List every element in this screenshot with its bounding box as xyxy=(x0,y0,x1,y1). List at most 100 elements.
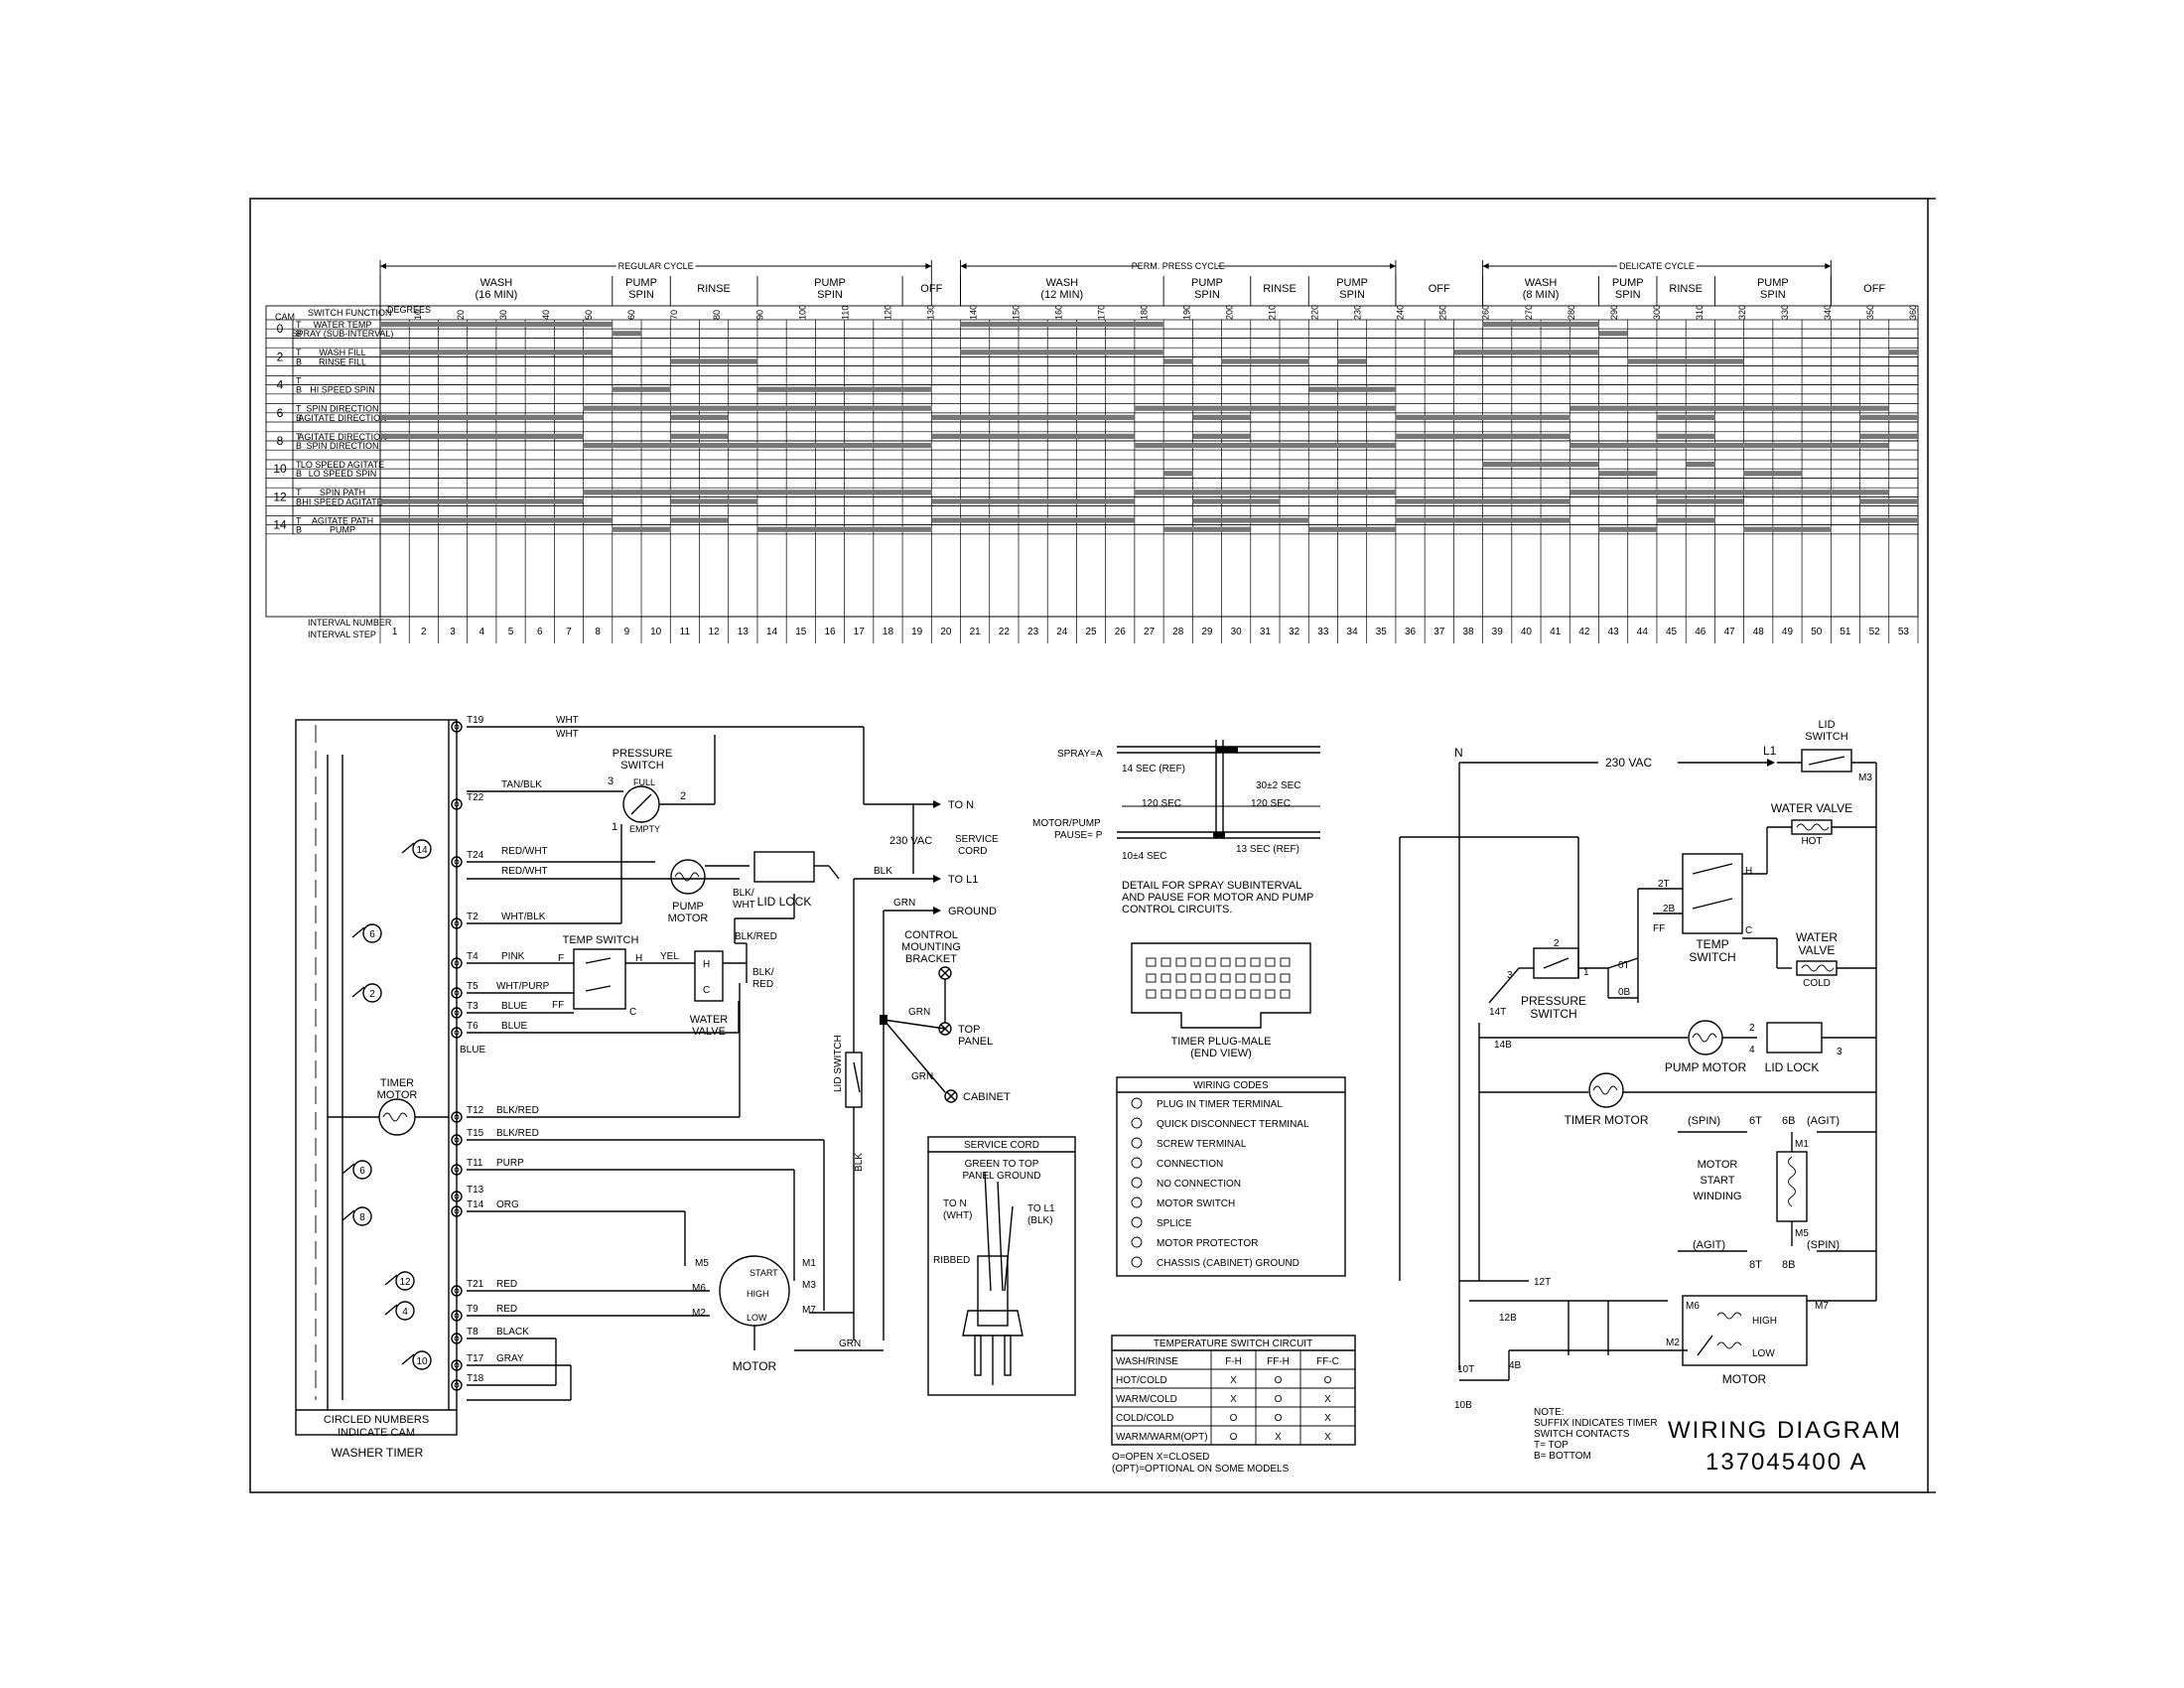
row-label-8: AGITATE DIRECTION xyxy=(298,432,386,442)
interval-13: 13 xyxy=(738,627,750,637)
ladder-temp-switch xyxy=(1682,853,1743,934)
timer-terminals: T19T22T24T2T4T5T3T6T12T15T11T13T14T21T9T… xyxy=(451,715,484,1391)
interval-17: 17 xyxy=(854,627,866,637)
spray-caption-3: CONTROL CIRCUITS. xyxy=(1122,904,1232,915)
phase-label-6-1: SPIN xyxy=(1194,289,1220,301)
cam-bar-6-0 xyxy=(583,405,932,411)
plug-pin-9 xyxy=(1280,957,1291,967)
row-pos-13: B xyxy=(296,496,302,506)
cam-bar-13-3 xyxy=(1192,498,1281,504)
ladder-motor-label: MOTOR xyxy=(1722,1372,1767,1386)
cam-bar-12-2 xyxy=(1570,490,1889,495)
ladder-2t: 2T xyxy=(1658,879,1670,890)
wiring-code-3: CONNECTION xyxy=(1157,1159,1223,1170)
interval-46: 46 xyxy=(1695,627,1706,637)
ladder-12b: 12B xyxy=(1499,1313,1517,1324)
to-l1-label: TO L1 xyxy=(948,874,978,886)
phase-label-3-0: PUMP xyxy=(814,277,846,289)
temp-cell-4-3: X xyxy=(1324,1432,1331,1443)
interval-step-header: INTERVAL STEP xyxy=(308,630,376,639)
ladder-note-3: SWITCH CONTACTS xyxy=(1534,1429,1630,1440)
cam-circle-label-6: 4 xyxy=(402,1307,408,1318)
wire-yel: YEL xyxy=(660,951,679,962)
wiring-codes-title: WIRING CODES xyxy=(1193,1080,1269,1091)
interval-39: 39 xyxy=(1492,627,1504,637)
ladder-pump-motor xyxy=(1688,1020,1723,1055)
temp-cell-4-1: O xyxy=(1230,1432,1238,1443)
ladder-temp-switch-2: SWITCH xyxy=(1689,950,1735,964)
temp-pin-f: F xyxy=(558,953,564,964)
ladder-ps-1: 1 xyxy=(1583,967,1589,978)
plug-pin-0 xyxy=(1146,957,1157,967)
ladder-vac: 230 VAC xyxy=(1605,756,1652,770)
motor-pump-label-1: MOTOR/PUMP xyxy=(1032,818,1101,829)
ladder-6t: 6T xyxy=(1749,1115,1762,1127)
plug-pin-15 xyxy=(1220,973,1231,983)
wire-pink: PINK xyxy=(501,951,525,962)
cam-circle-label-4: 8 xyxy=(359,1212,365,1223)
temp-pin-c: C xyxy=(629,1007,636,1018)
ladder-12t: 12T xyxy=(1534,1277,1551,1288)
plug-pin-10 xyxy=(1146,973,1157,983)
water-valve-label-2: VALVE xyxy=(692,1026,726,1038)
wire-blk-red-2a: BLK/ xyxy=(752,967,774,978)
row-label-11: LO SPEED SPIN xyxy=(309,469,377,479)
ladder-ll-2: 2 xyxy=(1749,1023,1755,1034)
wiring-code-symbol-2 xyxy=(1131,1137,1143,1149)
cycle-label-2: DELICATE CYCLE xyxy=(1619,261,1695,271)
plug-pin-23 xyxy=(1190,989,1201,999)
interval-3: 3 xyxy=(450,627,456,637)
degree-label-340: 340 xyxy=(1823,305,1833,320)
plug-pin-19 xyxy=(1280,973,1291,983)
phase-label-0-0: WASH xyxy=(480,277,513,289)
ladder-ff: FF xyxy=(1653,923,1665,934)
wire-red-2: RED xyxy=(496,1304,517,1315)
row-pos-3: B xyxy=(296,356,302,366)
terminal-label-T15: T15 xyxy=(467,1128,484,1139)
ladder-lid-lock-label: LID LOCK xyxy=(1765,1060,1820,1074)
interval-49: 49 xyxy=(1782,627,1794,637)
terminal-label-T8: T8 xyxy=(467,1327,478,1337)
drawing-frame xyxy=(249,198,1929,1493)
pressure-empty: EMPTY xyxy=(629,824,660,834)
temp-cell-0-2: FF-H xyxy=(1267,1356,1290,1367)
ladder-m6: M6 xyxy=(1686,1301,1700,1312)
degree-label-60: 60 xyxy=(626,310,636,320)
wire-blk-red-1: BLK/RED xyxy=(735,931,777,942)
wire-blk: BLK xyxy=(874,866,892,877)
wire-org: ORG xyxy=(496,1199,519,1210)
cam-bar-7-2 xyxy=(931,414,1135,420)
cam-circle-4 xyxy=(352,1206,372,1226)
interval-8: 8 xyxy=(595,627,601,637)
cam-bar-9-2 xyxy=(1570,443,1889,449)
terminal-label-T5: T5 xyxy=(467,981,478,992)
cam-circle-0 xyxy=(412,839,432,859)
cam-bar-1-1 xyxy=(1598,331,1628,337)
cam-bar-0-2 xyxy=(1482,322,1599,328)
cam-bar-5-0 xyxy=(612,386,671,392)
ladder-note-1: NOTE: xyxy=(1534,1407,1565,1418)
ladder-note-2: SUFFIX INDICATES TIMER xyxy=(1534,1418,1658,1429)
wiring-code-symbol-5 xyxy=(1131,1196,1143,1208)
ladder-lid-switch-1: LID xyxy=(1818,719,1835,731)
cam-bar-14-6 xyxy=(1859,517,1918,523)
interval-33: 33 xyxy=(1317,627,1329,637)
cam-number-12: 12 xyxy=(273,490,287,503)
control-bracket-3: BRACKET xyxy=(905,953,957,965)
cord-to-n-2: (WHT) xyxy=(943,1210,972,1221)
row-pos-2: T xyxy=(296,348,302,357)
cam-bar-7-1 xyxy=(670,414,729,420)
degree-label-30: 30 xyxy=(498,310,508,320)
interval-30: 30 xyxy=(1231,627,1243,637)
cam-bar-5-1 xyxy=(756,386,932,392)
service-cord-label-2: CORD xyxy=(958,846,987,857)
interval-9: 9 xyxy=(624,627,630,637)
temp-table-title: TEMPERATURE SWITCH CIRCUIT xyxy=(1154,1338,1312,1349)
cam-bar-13-2 xyxy=(931,498,1135,504)
row-label-5: HI SPEED SPIN xyxy=(310,385,375,395)
cam-number-10: 10 xyxy=(273,462,287,476)
wire-blk-wht-1: BLK/ xyxy=(733,888,754,899)
terminal-T17 xyxy=(451,1359,463,1371)
service-cord-detail: SERVICE CORD GREEN TO TOP PANEL GROUND T… xyxy=(927,1136,1076,1396)
lid-lock-symbol xyxy=(753,851,815,883)
